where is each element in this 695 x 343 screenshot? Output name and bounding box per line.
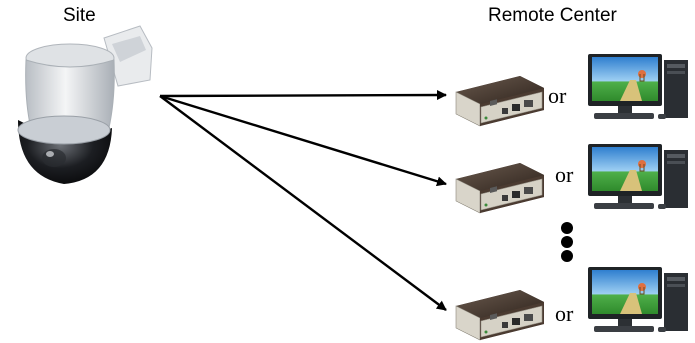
arrow-to-row-2 <box>159 94 447 187</box>
or-label-row-3: or <box>555 301 574 326</box>
more-rows-ellipsis <box>561 222 573 262</box>
network-decoder-box-icon <box>455 289 545 341</box>
connection-arrows <box>159 90 447 311</box>
network-decoder-box-icon <box>455 75 545 127</box>
network-decoder-box-icon <box>455 162 545 214</box>
arrow-to-row-3 <box>159 95 447 311</box>
arrow-to-row-1 <box>159 90 447 101</box>
site-heading: Site <box>63 5 96 26</box>
remote-center-heading: Remote Center <box>488 5 617 26</box>
desktop-computer-icon <box>587 53 689 120</box>
ptz-dome-camera-icon <box>17 25 153 184</box>
desktop-computer-icon <box>587 143 689 210</box>
or-label-row-1: or <box>548 83 567 108</box>
desktop-computer-icon <box>587 266 689 333</box>
or-label-row-2: or <box>555 162 574 187</box>
